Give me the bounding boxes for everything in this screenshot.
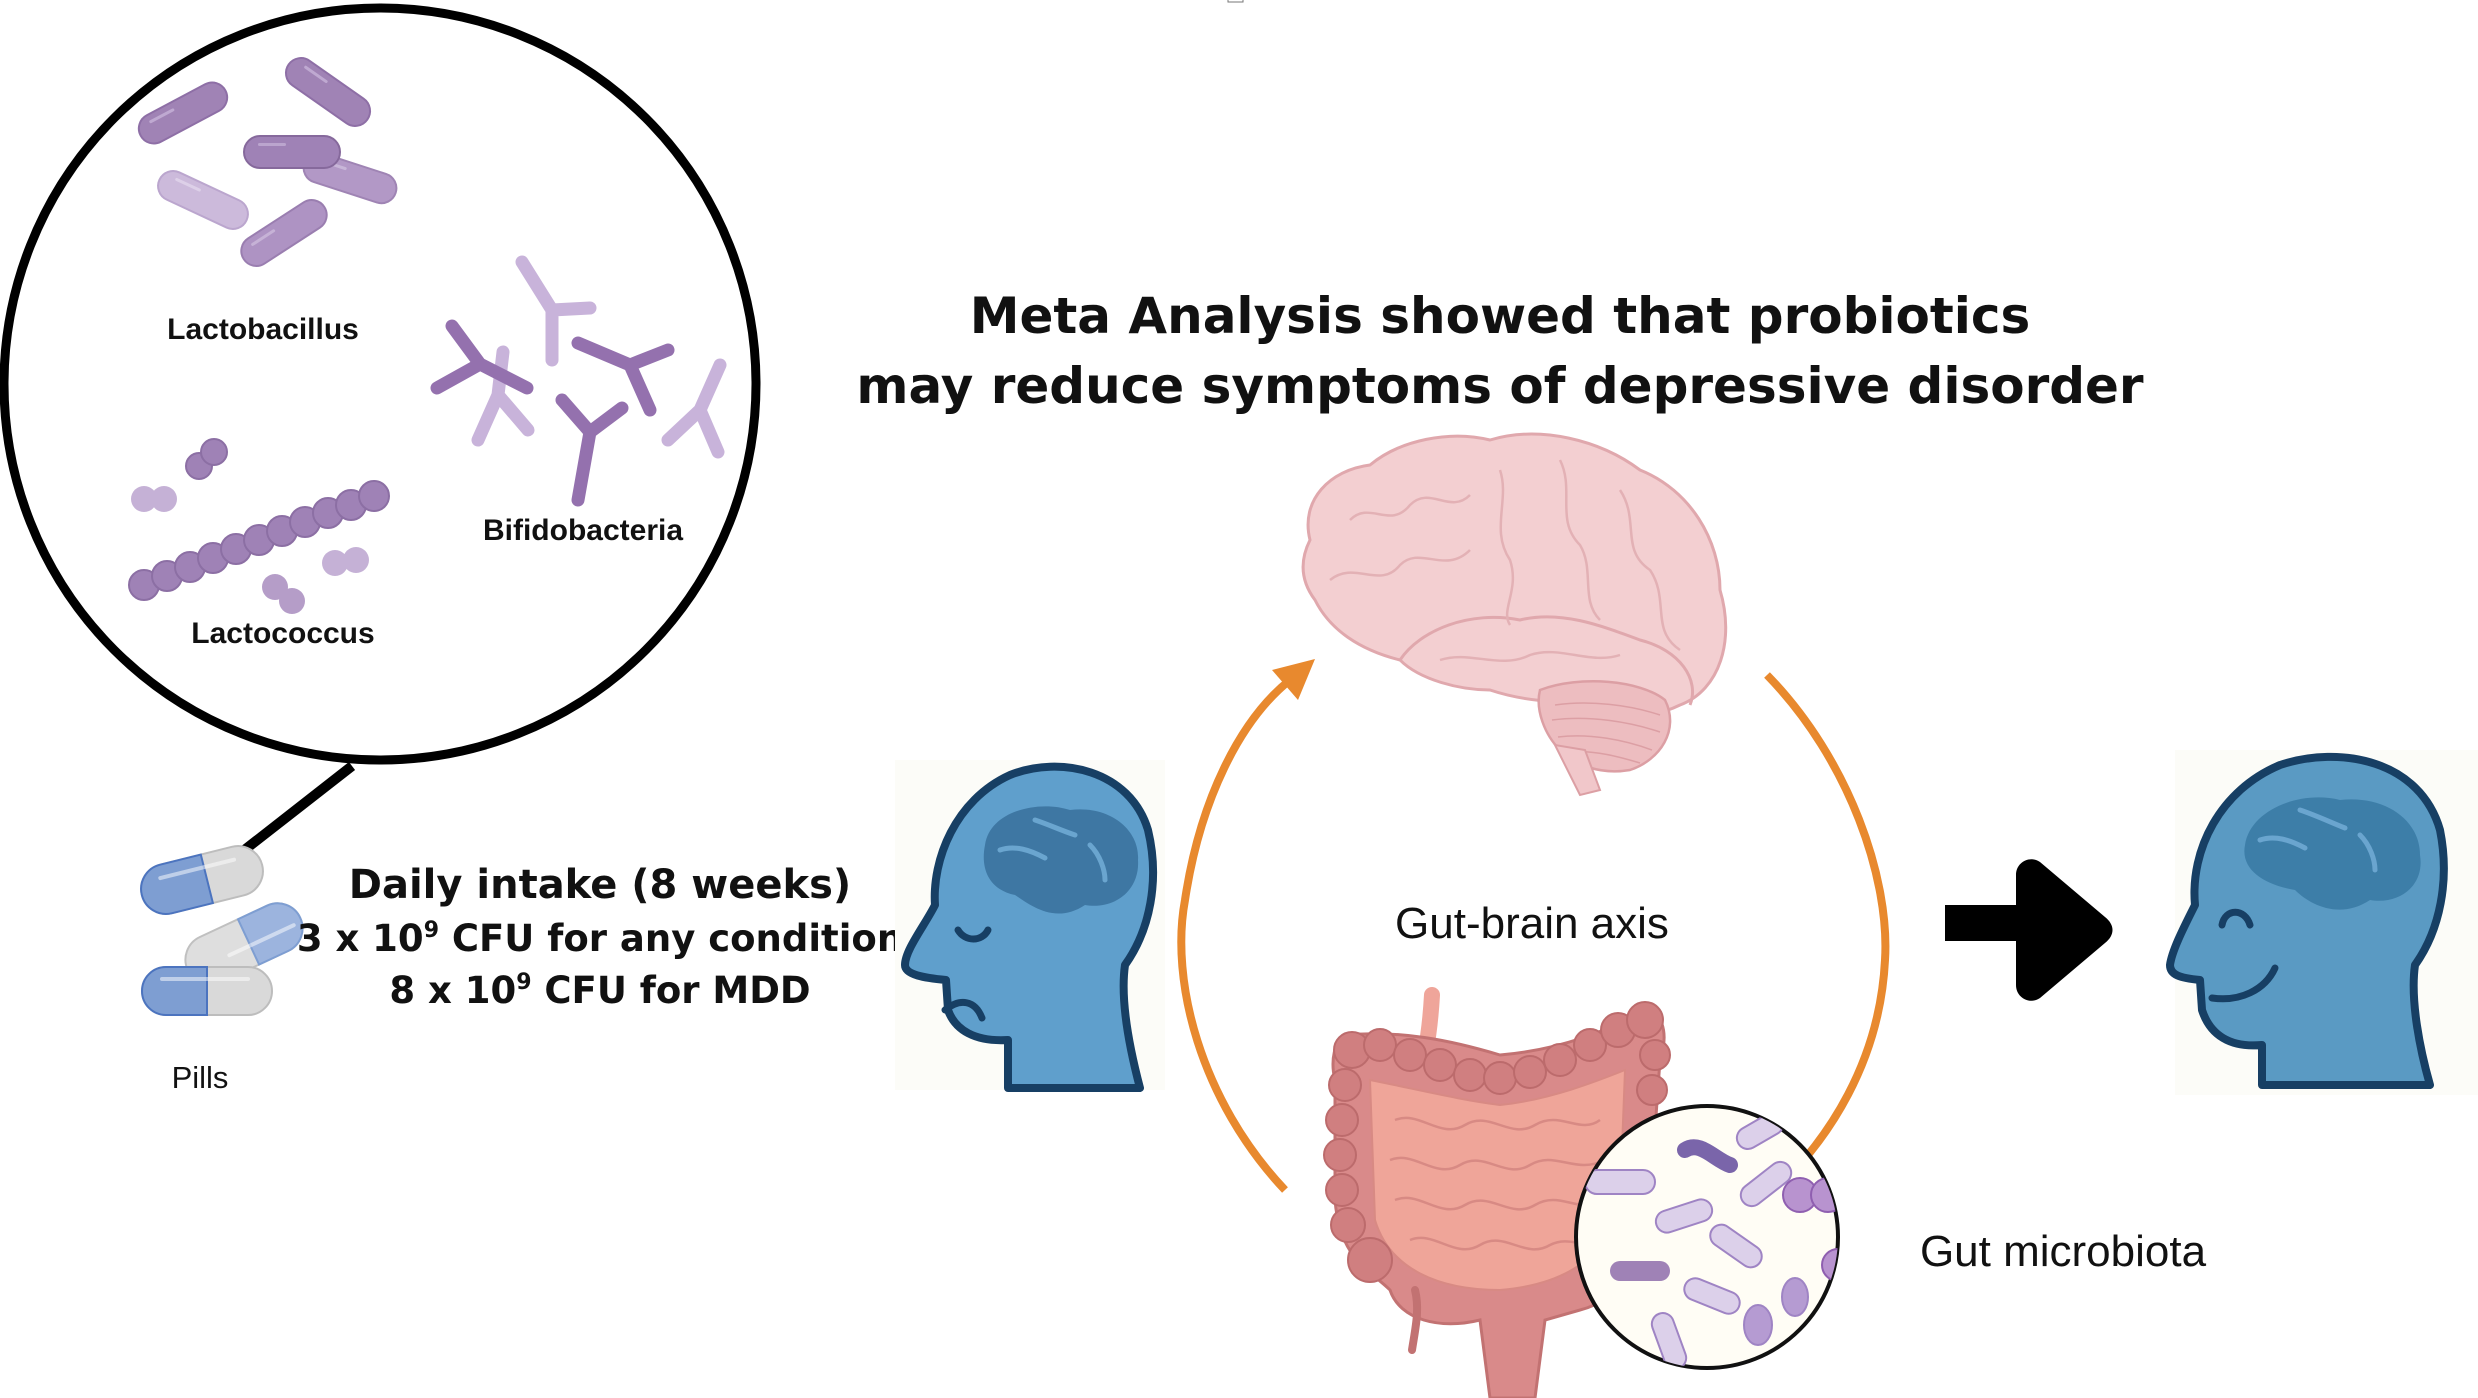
- brain-icon: [1301, 432, 1728, 797]
- lactococcus-label: Lactococcus: [191, 617, 374, 650]
- lactobacillus-label: Lactobacillus: [167, 313, 359, 346]
- dosage-line-any-condition: 3 x 109 CFU for any condition: [297, 917, 903, 960]
- bifidobacteria-icon: [430, 255, 727, 507]
- intestines-icon: [1323, 987, 1671, 1398]
- pills-icon: [140, 845, 304, 1016]
- gut-to-brain-arc: [1177, 676, 1293, 1193]
- gut-to-brain-arrowhead-icon: [1272, 659, 1315, 700]
- gut-microbiota-inset: [1574, 1104, 1840, 1370]
- gut-brain-axis-label: Gut-brain axis: [1395, 899, 1669, 948]
- title-line-1: Meta Analysis showed that probiotics: [970, 287, 2031, 345]
- brain-to-gut-arc: [1764, 672, 1890, 1198]
- lactobacillus-icon: [137, 57, 398, 267]
- sad-head-icon: [895, 760, 1165, 1092]
- title-line-2: may reduce symptoms of depressive disord…: [856, 357, 2144, 415]
- right-arrow-icon: [1945, 859, 2113, 1001]
- pills-label: Pills: [172, 1060, 229, 1095]
- happy-head-icon: [2166, 750, 2478, 1095]
- lactococcus-icon: [128, 438, 390, 614]
- bifidobacteria-label: Bifidobacteria: [483, 514, 683, 547]
- top-marker: [1227, 0, 1244, 3]
- probiotic-strains-magnifier: Lactobacillus Bifidobacteria Lac: [0, 3, 761, 877]
- dosage-line-mdd: 8 x 109 CFU for MDD: [389, 969, 810, 1012]
- dosage-heading: Daily intake (8 weeks): [349, 862, 851, 908]
- gut-microbiota-label: Gut microbiota: [1920, 1227, 2207, 1276]
- dosage-info: Daily intake (8 weeks) 3 x 109 CFU for a…: [297, 862, 903, 1012]
